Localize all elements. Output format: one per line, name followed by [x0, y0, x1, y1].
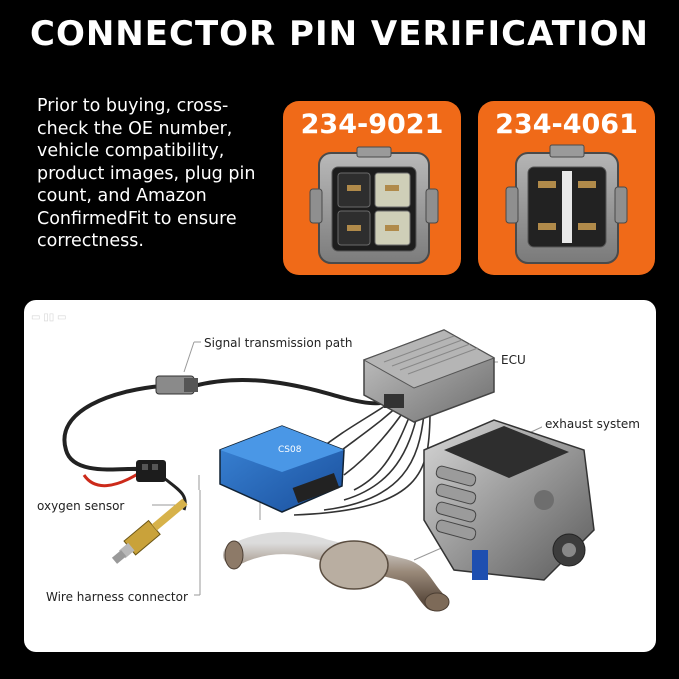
- wiring-diagram: CS08: [62, 329, 595, 612]
- svg-text:CS08: CS08: [278, 445, 302, 455]
- two-pin-connector-icon: [505, 144, 628, 264]
- description-text: Prior to buying, cross-check the OE numb…: [37, 96, 256, 251]
- oxygen-sensor-icon: [111, 498, 188, 564]
- label-signal-path: Signal transmission path: [201, 335, 356, 352]
- engine-icon: [423, 419, 595, 581]
- exhaust-pipe-icon: [223, 532, 450, 612]
- label-exhaust-system: exhaust system: [542, 416, 643, 433]
- watermark-logo-icon: ▭ ▯▯ ▭: [31, 312, 67, 323]
- page-title: CONNECTOR PIN VERIFICATION: [30, 14, 649, 54]
- connector-card-2: 234-4061: [478, 101, 655, 275]
- label-wire-harness-connector: Wire harness connector: [43, 589, 191, 606]
- part-number-2: 234-4061: [495, 109, 638, 140]
- sensor-connector-icon: [155, 375, 198, 395]
- four-pin-connector-icon: [309, 146, 439, 264]
- connector-card-1: 234-9021: [283, 101, 461, 275]
- part-number-1: 234-9021: [300, 109, 444, 140]
- label-ecu: ECU: [498, 352, 529, 369]
- ecu-module-icon: [362, 329, 496, 423]
- label-oxygen-sensor: oxygen sensor: [34, 498, 128, 515]
- wire-harness-module-icon: CS08: [219, 425, 345, 513]
- black-plug-icon: [136, 460, 166, 482]
